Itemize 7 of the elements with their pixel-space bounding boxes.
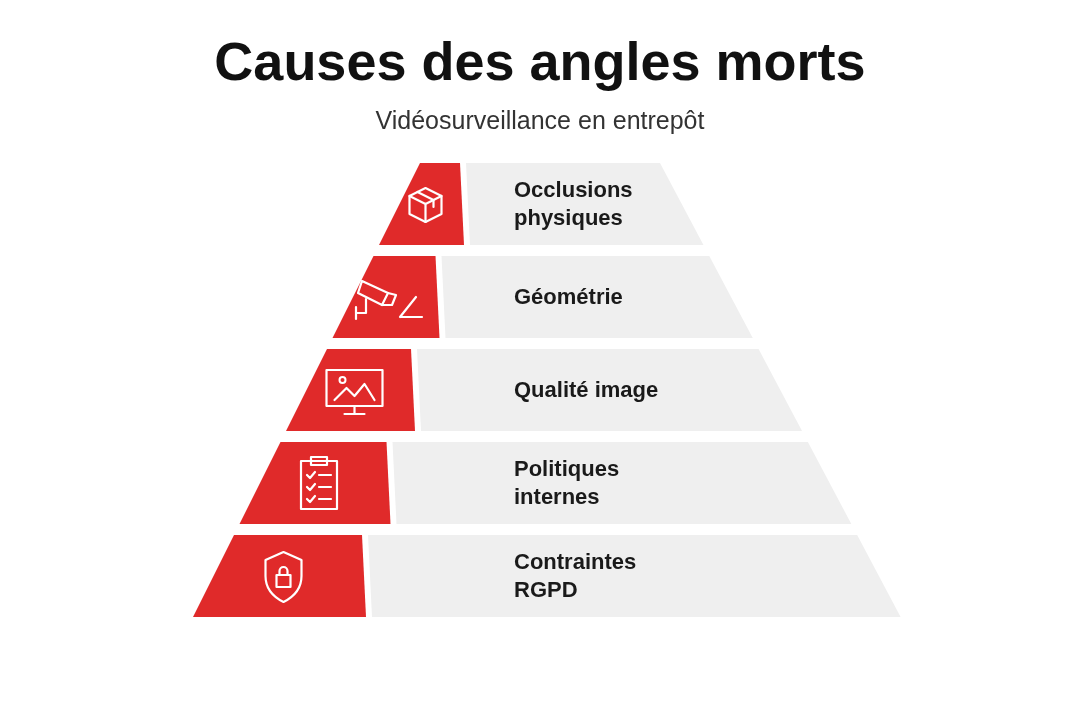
tier-label: Occlusions physiques (514, 176, 634, 232)
tier-label: Qualité image (514, 376, 659, 404)
tier-label: Politiques internes (514, 455, 621, 511)
tier-label: Géométrie (514, 283, 623, 311)
title: Causes des angles morts (213, 30, 867, 92)
tier-label: Contraintes RGPD (514, 548, 638, 604)
subtitle: Vidéosurveillance en entrepôt (374, 106, 706, 135)
